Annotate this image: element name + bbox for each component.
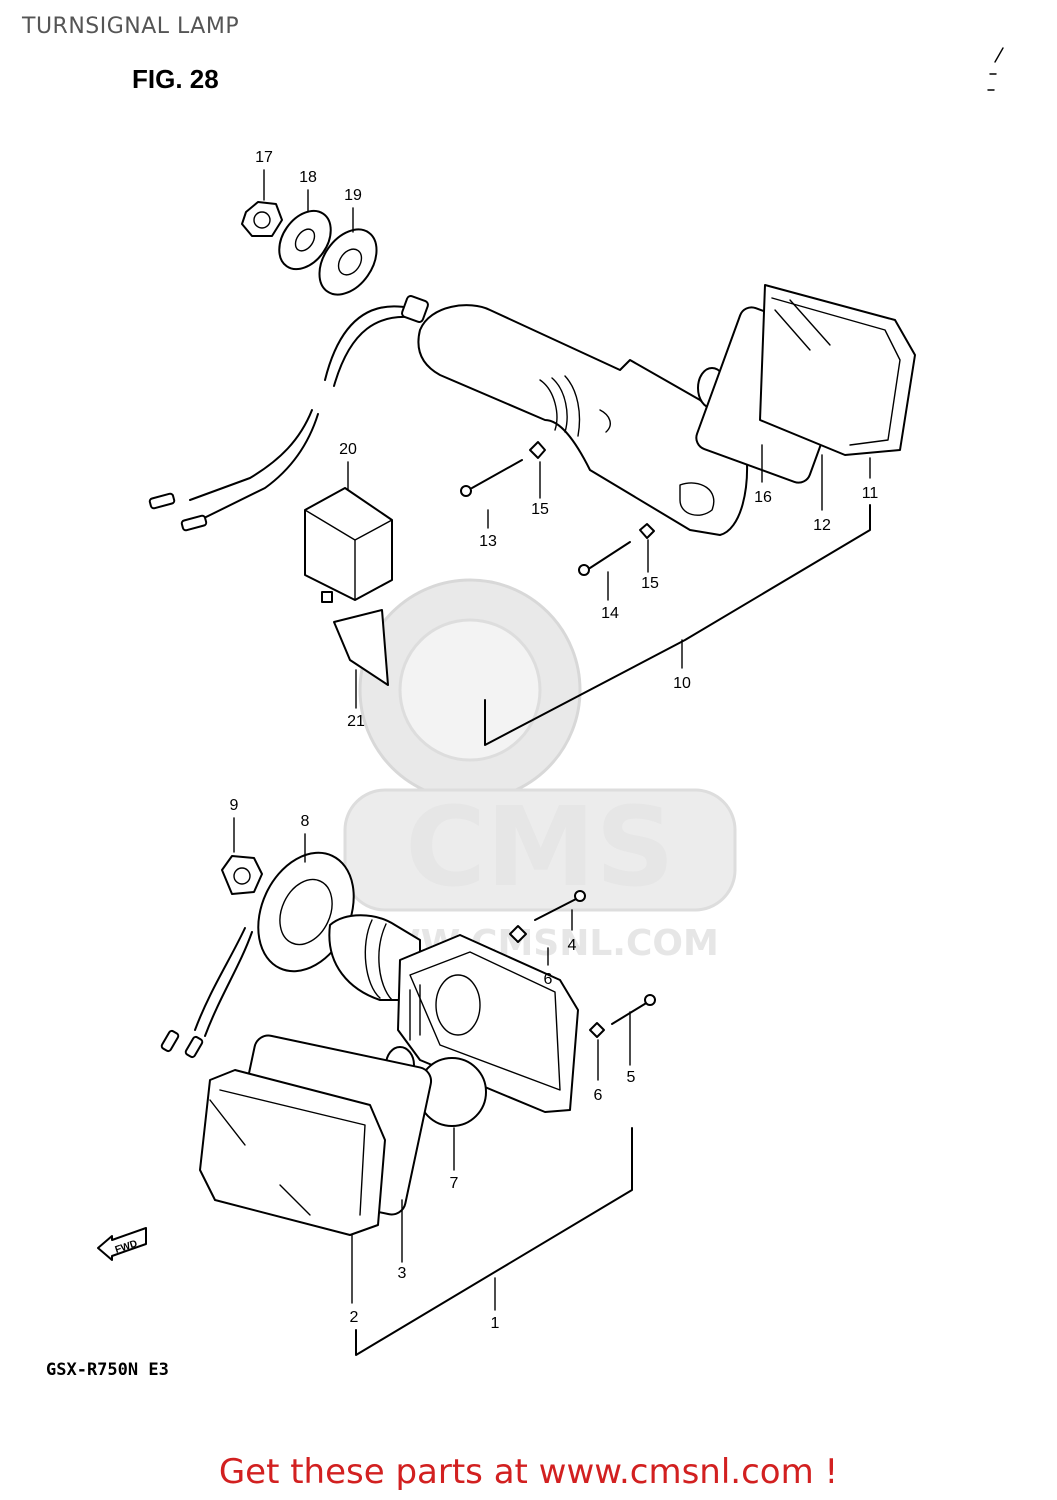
figure-label: FIG. 28 [132, 64, 219, 94]
corner-mark [987, 47, 1004, 91]
part-20-relay [304, 487, 393, 603]
callout-1: 1 [491, 1315, 500, 1332]
callout-18: 18 [299, 169, 317, 186]
callout-21: 21 [347, 713, 365, 730]
callout-labels: 17 18 19 20 13 15 16 12 11 14 15 10 21 9… [230, 149, 879, 1332]
part-14-screw [578, 541, 631, 576]
callout-6-lower: 6 [594, 1087, 603, 1104]
callout-4: 4 [568, 937, 577, 954]
callout-7: 7 [450, 1175, 459, 1192]
part-13-screw [460, 459, 523, 497]
part-5-screw [611, 994, 656, 1025]
fwd-arrow-icon: FWD [97, 1227, 147, 1261]
page-title: TURNSIGNAL LAMP [22, 14, 240, 39]
callout-10: 10 [673, 675, 691, 692]
part-17-nut [241, 201, 283, 237]
callout-17: 17 [255, 149, 273, 166]
watermark-brand: CMS [405, 783, 674, 911]
callout-20: 20 [339, 441, 357, 458]
callout-15-upper: 15 [531, 501, 549, 518]
callout-6-upper: 6 [544, 971, 553, 988]
lower-leaders [233, 817, 633, 1356]
callout-19: 19 [344, 187, 362, 204]
part-4-screw [534, 890, 586, 921]
part-19-grommet [318, 228, 378, 296]
part-15-nut-b [639, 523, 655, 539]
part-9-nut [221, 855, 263, 895]
part-6-nut [509, 925, 527, 943]
upper-leaders [263, 169, 871, 746]
callout-11: 11 [862, 485, 879, 502]
callout-12: 12 [813, 517, 831, 534]
callout-5: 5 [627, 1069, 636, 1086]
callout-3: 3 [398, 1265, 407, 1282]
callout-9: 9 [230, 797, 239, 814]
part-15-nut [529, 441, 546, 459]
callout-14: 14 [601, 605, 619, 622]
model-code: GSX-R750N E3 [46, 1360, 169, 1380]
watermark: CMS WWW.CMSNL.COM [341, 578, 737, 964]
callout-2: 2 [350, 1309, 359, 1326]
callout-16: 16 [754, 489, 772, 506]
callout-8: 8 [301, 813, 310, 830]
part-21-bracket [333, 609, 389, 686]
upper-wire [324, 305, 411, 381]
part-18-washer [278, 209, 332, 271]
part-10-stalk [401, 295, 748, 536]
callout-13: 13 [479, 533, 497, 550]
callout-15-lower: 15 [641, 575, 659, 592]
part-2-lens [199, 1069, 386, 1236]
part-11-lens [759, 284, 916, 456]
part-6-nut-b [589, 1022, 605, 1038]
footer-cta-link[interactable]: Get these parts at www.cmsnl.com ! [218, 1452, 839, 1492]
